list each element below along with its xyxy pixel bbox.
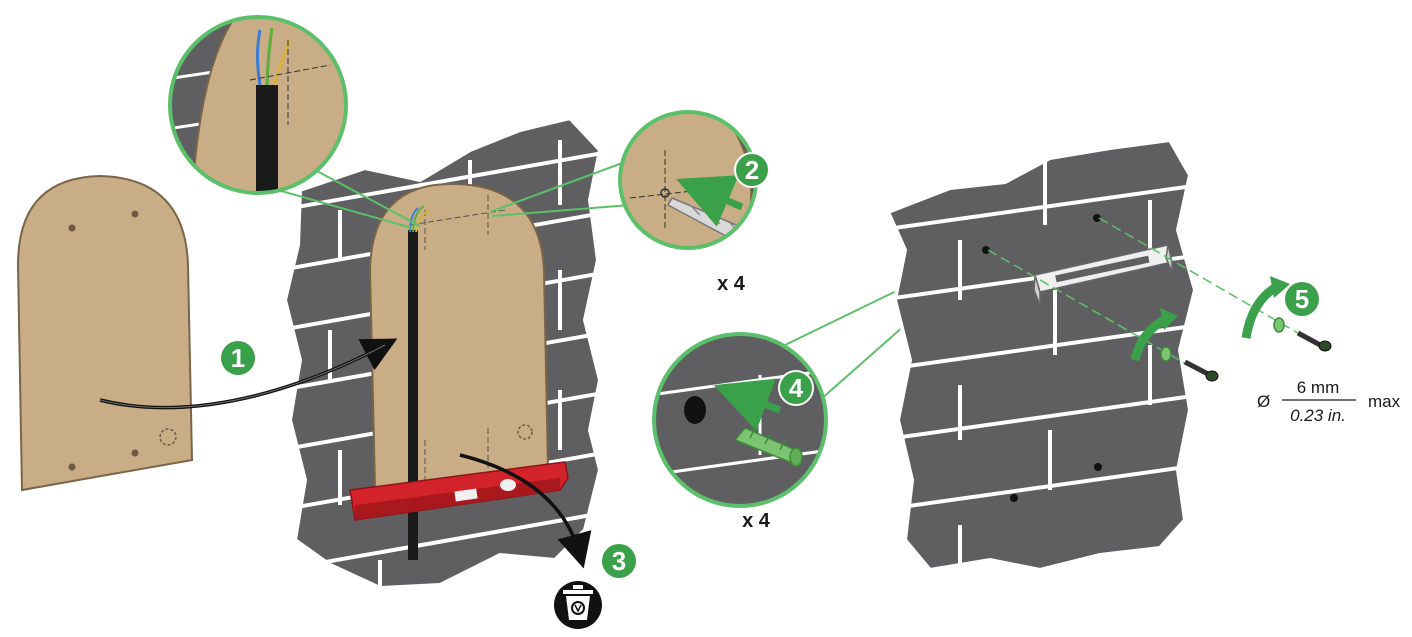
callout-cable-detail — [168, 15, 421, 229]
svg-text:1: 1 — [231, 343, 245, 373]
step-2-badge: 2 — [734, 152, 770, 188]
diameter-metric: 6 mm — [1297, 378, 1340, 397]
recycle-bin-icon — [554, 581, 602, 629]
step-4-quantity: x 4 — [742, 510, 771, 532]
step-1-badge: 1 — [221, 341, 255, 375]
svg-text:4: 4 — [789, 373, 804, 403]
svg-text:5: 5 — [1295, 284, 1309, 314]
wall-right — [885, 137, 1198, 573]
screw-lower — [1130, 308, 1219, 382]
step-1-arrow — [99, 338, 398, 410]
mounting-bracket — [1033, 244, 1173, 306]
step-4-badge: 4 — [778, 370, 814, 406]
diameter-max: max — [1368, 392, 1401, 411]
diameter-symbol: Ø — [1257, 392, 1270, 411]
step-3-badge: 3 — [602, 544, 636, 578]
svg-text:2: 2 — [745, 155, 759, 185]
drilling-template-loose — [16, 174, 194, 492]
step-5-badge: 5 — [1285, 282, 1319, 316]
drilling-template-mounted — [368, 182, 550, 490]
svg-text:3: 3 — [612, 546, 626, 576]
step-2-quantity: x 4 — [717, 273, 746, 295]
step-3-arrow — [459, 453, 592, 569]
diameter-imperial: 0.23 in. — [1290, 406, 1346, 425]
power-cable — [408, 205, 431, 560]
screw-upper — [1241, 276, 1332, 352]
hole-diameter-label: Ø 6 mm 0.23 in. max — [1257, 378, 1401, 425]
